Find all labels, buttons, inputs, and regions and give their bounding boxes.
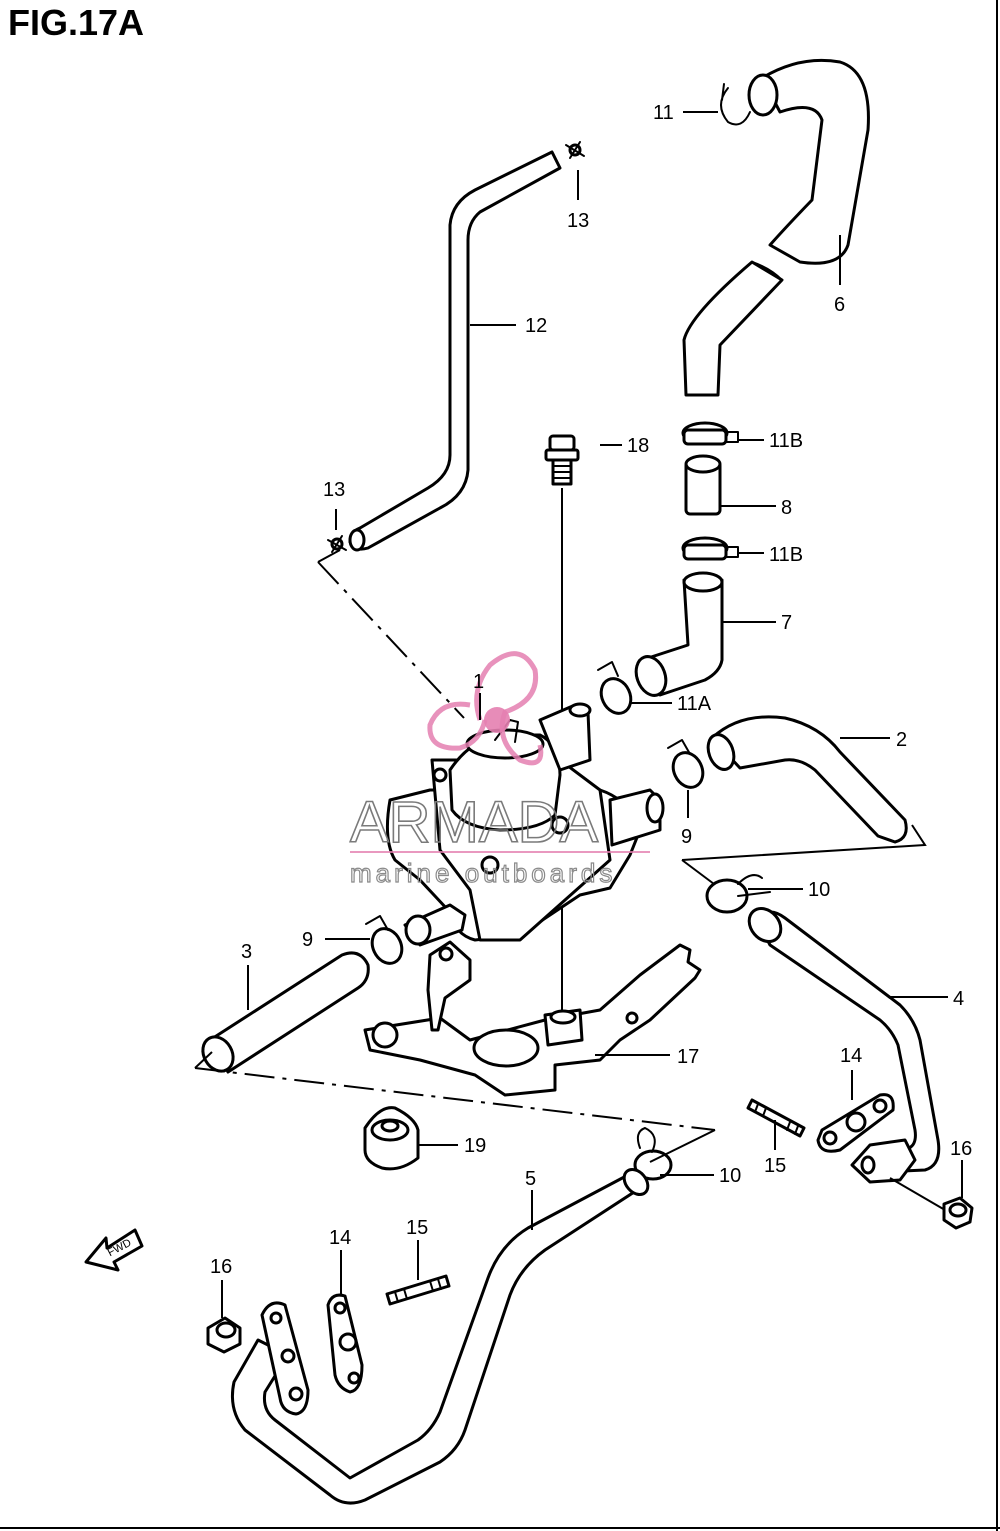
label-part-14-right: 14 (840, 1045, 862, 1067)
check-valve-part-10-upper (705, 874, 771, 914)
label-part-3: 3 (241, 941, 252, 963)
label-part-9-left: 9 (302, 929, 313, 951)
connector-tube-part-8 (684, 454, 722, 516)
label-part-15-right: 15 (764, 1155, 786, 1177)
label-part-5: 5 (525, 1168, 536, 1190)
label-part-11A: 11A (677, 693, 712, 715)
clip-part-9-left (365, 915, 404, 965)
label-part-1: 1 (473, 671, 484, 693)
label-part-11B-upper: 11B (769, 430, 803, 452)
leader-lines (221, 111, 963, 1318)
pipe-part-5 (230, 1167, 650, 1505)
hose-part-6 (682, 58, 870, 397)
watermark-armada: ARMADA marine outboards (349, 651, 650, 889)
label-part-6: 6 (834, 294, 845, 316)
gasket-part-14-right (816, 1093, 895, 1153)
clip-part-11 (720, 83, 751, 126)
part-labels: 11 13 12 6 18 11B 8 11B 7 11A 2 9 13 1 9… (210, 102, 972, 1278)
check-valve-part-10-lower (633, 1127, 673, 1181)
label-part-14-left: 14 (329, 1227, 351, 1249)
label-part-2: 2 (896, 729, 907, 751)
clip-part-9-right (667, 739, 705, 789)
gasket-part-14-left (326, 1293, 364, 1394)
clip-part-13-top (565, 141, 585, 159)
bolt-part-18 (544, 434, 580, 486)
clip-part-11B-lower (681, 536, 739, 561)
pipe-part-4 (747, 907, 941, 1184)
elbow-hose-part-7 (634, 571, 724, 697)
label-part-15-left: 15 (406, 1217, 428, 1239)
label-part-11: 11 (653, 102, 674, 124)
label-part-10-lower: 10 (719, 1165, 741, 1187)
label-part-16-right: 16 (950, 1138, 972, 1160)
label-part-10-upper: 10 (808, 879, 830, 901)
cap-part-19 (363, 1106, 420, 1171)
nut-part-16-left (206, 1316, 242, 1354)
forward-direction-arrow: FWD (84, 1228, 144, 1272)
nut-part-16-right (942, 1196, 974, 1230)
label-part-11B-lower: 11B (769, 544, 803, 566)
label-part-19: 19 (464, 1135, 486, 1157)
watermark-tagline: marine outboards (350, 858, 616, 888)
label-part-13-bottom: 13 (323, 479, 345, 501)
clip-part-11A (597, 661, 633, 715)
hose-part-3 (201, 951, 370, 1074)
label-part-4: 4 (953, 988, 964, 1010)
watermark-brand: ARMADA (350, 790, 598, 855)
hose-part-12 (348, 150, 562, 552)
label-part-16-left: 16 (210, 1256, 232, 1278)
label-part-9-right: 9 (681, 826, 692, 848)
label-part-18: 18 (627, 435, 649, 457)
stud-part-15-right (746, 1098, 806, 1138)
bracket-part-17 (363, 940, 702, 1097)
label-part-7: 7 (781, 612, 792, 634)
assembly-lines (194, 549, 946, 1211)
label-part-13-top: 13 (567, 210, 589, 232)
figure-title: FIG.17A (8, 2, 145, 43)
hose-part-2 (706, 715, 908, 844)
stud-part-15-left (385, 1274, 451, 1306)
label-part-12: 12 (525, 315, 547, 337)
label-part-17: 17 (677, 1046, 699, 1068)
clip-part-13-bottom (327, 535, 347, 553)
clip-part-11B-upper (681, 421, 739, 446)
label-part-8: 8 (781, 497, 792, 519)
